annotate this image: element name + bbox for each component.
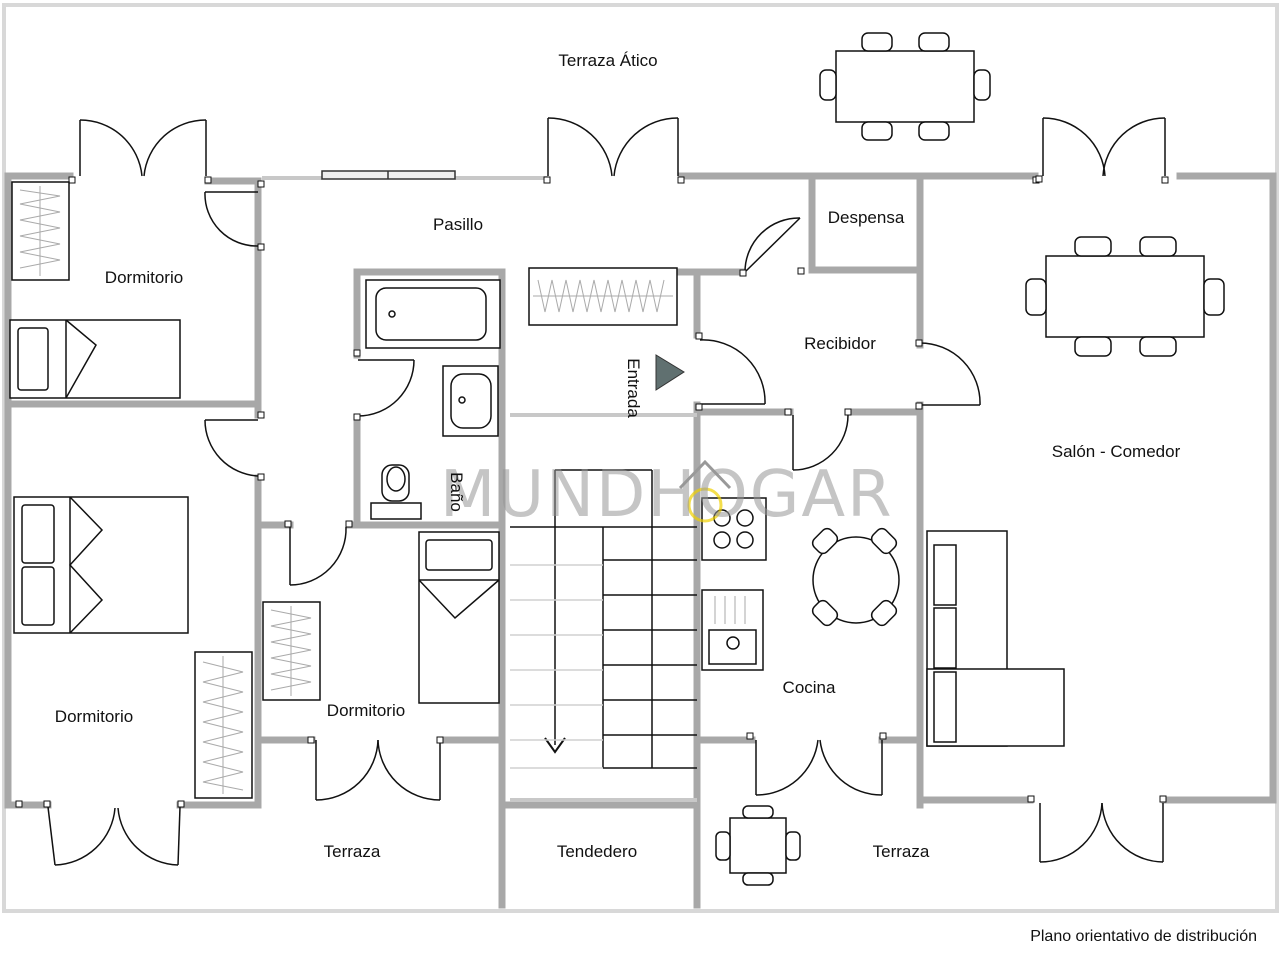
room-label-despensa: Despensa [827, 208, 905, 227]
entrance-arrow-icon [655, 354, 685, 391]
stair-treads-light [510, 564, 603, 769]
room-label-dormitorio-2: Dormitorio [326, 701, 406, 720]
doors [47, 117, 1166, 866]
watermark-accent [687, 487, 723, 523]
corridor-window [321, 170, 456, 180]
room-label-entrada: Entrada [624, 358, 643, 418]
room-label-terraza-1: Terraza [323, 842, 381, 861]
thin-walls [262, 176, 697, 802]
wardrobe-hatching [19, 186, 746, 794]
room-label-terraza-atico: Terraza Ático [558, 51, 658, 70]
room-label-terraza-2: Terraza [872, 842, 930, 861]
room-label-tendedero: Tendedero [556, 842, 638, 861]
watermark-text: MUNDHOGAR [440, 458, 894, 532]
outer-outline [2, 3, 1279, 913]
room-label-recibidor: Recibidor [804, 334, 876, 353]
furniture [9, 32, 1225, 886]
room-label-pasillo: Pasillo [432, 215, 484, 234]
room-label-cocina: Cocina [782, 678, 836, 697]
plan-caption: Plano orientativo de distribución [1030, 928, 1257, 945]
walls [4, 172, 1277, 909]
room-label-dormitorio-1: Dormitorio [104, 268, 184, 287]
watermark-roof-icon [678, 459, 732, 490]
staircase [510, 469, 697, 769]
room-label-salon-comedor: Salón - Comedor [1051, 442, 1181, 461]
room-label-bano: Baño [447, 472, 466, 512]
door-hinges [15, 175, 1169, 808]
room-label-dormitorio-3: Dormitorio [54, 707, 134, 726]
